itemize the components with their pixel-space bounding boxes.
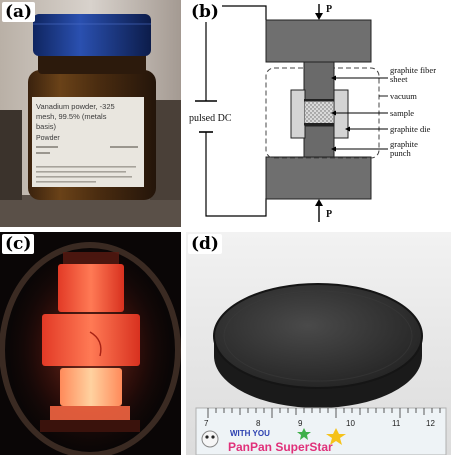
graphite-die-right	[333, 89, 349, 139]
ruler-number-9: 9	[298, 419, 303, 428]
jar-cap	[33, 14, 151, 56]
jar-photo: Vanadium powder, -325 mesh, 99.5% (metal…	[0, 0, 181, 227]
ruler-number-8: 8	[256, 419, 261, 428]
pulsed-dc-label: pulsed DC	[189, 113, 232, 124]
top-press-ram	[265, 19, 372, 63]
lower-punch-glowing	[60, 368, 122, 406]
ruler-ticks	[207, 408, 441, 418]
star-icon	[326, 428, 346, 445]
disc-photo: 7 8 9 10 11 12 WITH YOU PanPan SuperStar	[186, 232, 451, 455]
die-glowing	[42, 314, 140, 366]
panel-label-c: (c)	[2, 234, 35, 254]
panda-face-icon	[201, 430, 219, 448]
ruler-number-11: 11	[392, 419, 401, 428]
panel-c-photo-sintering: (c)	[0, 232, 181, 455]
background-bottle-left	[0, 110, 22, 200]
jar-label-line4: Powder	[36, 135, 60, 142]
bottom-press-ram	[265, 156, 372, 200]
pressure-label-top: P	[326, 4, 332, 15]
panel-b-sps-schematic: pulsed DC P P graphite	[186, 0, 451, 227]
circuit-wire-bottom	[205, 132, 267, 217]
panel-a-photo-jar: Vanadium powder, -325 mesh, 99.5% (metal…	[0, 0, 181, 227]
star-icon-small	[297, 428, 311, 440]
graphite-fiber-sheet-top	[304, 99, 334, 102]
jar-label-line3: basis)	[36, 122, 57, 131]
upper-punch-glowing	[58, 264, 124, 312]
graphite-fiber-sheet-bottom	[304, 123, 334, 126]
lower-graphite-punch	[303, 125, 335, 158]
circuit-wire-top	[205, 5, 267, 101]
jar-neck	[38, 52, 146, 74]
ruler-brand-top: WITH YOU	[230, 429, 270, 438]
sample	[305, 101, 333, 123]
ruler-number-12: 12	[426, 419, 435, 428]
callout-sample: sample	[390, 108, 414, 118]
panel-d-photo-disc: 7 8 9 10 11 12 WITH YOU PanPan SuperStar…	[186, 232, 451, 455]
ruler	[195, 407, 447, 455]
callout-graphite-die: graphite die	[390, 124, 431, 134]
callout-vacuum: vacuum	[390, 91, 417, 101]
ruler-number-10: 10	[346, 419, 355, 428]
sintered-disc	[213, 283, 423, 389]
graphite-die-left	[290, 89, 306, 139]
sintering-photo	[0, 232, 181, 455]
sps-diagram: pulsed DC P P graphite	[189, 4, 436, 222]
upper-graphite-punch	[303, 61, 335, 101]
jar-label-line2: mesh, 99.5% (metals	[36, 112, 107, 121]
table-surface	[0, 195, 181, 227]
panel-label-a: (a)	[2, 2, 36, 22]
callout-graphite-fiber-sheet-1: graphite fiber	[390, 65, 436, 75]
panel-label-b: (b)	[188, 2, 222, 22]
callout-graphite-punch-1: graphite	[390, 139, 418, 149]
callout-graphite-punch-2: punch	[390, 148, 412, 158]
ruler-brand-bottom: PanPan SuperStar	[228, 440, 333, 454]
pressure-label-bottom: P	[326, 209, 332, 220]
callout-graphite-fiber-sheet-2: sheet	[390, 74, 408, 84]
jar-label-line1: Vanadium powder, -325	[36, 102, 115, 111]
chamber-window-ring	[0, 242, 181, 455]
ruler-number-7: 7	[204, 419, 209, 428]
panel-label-d: (d)	[188, 234, 222, 254]
